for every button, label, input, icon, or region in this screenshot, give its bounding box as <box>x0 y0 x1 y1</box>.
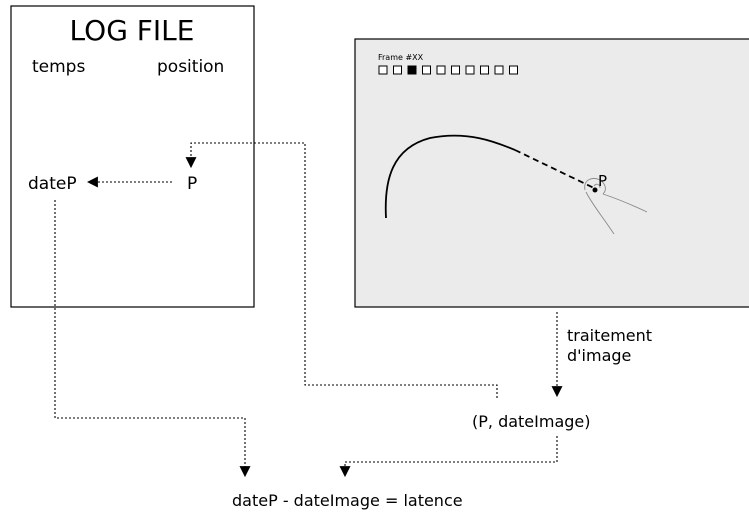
frame-strip <box>378 65 518 75</box>
touch-point <box>592 187 598 193</box>
frame-square <box>465 65 475 75</box>
arrow-result-to-equation <box>339 436 558 478</box>
frame-square <box>393 65 402 75</box>
frame-point-label: P <box>598 172 607 190</box>
frame-view-box <box>354 38 749 308</box>
frame-square <box>378 65 388 75</box>
arrow-result-to-log-position <box>185 142 498 398</box>
frame-square <box>509 65 518 75</box>
finger-icon <box>584 178 648 235</box>
result-tuple-label: (P, dateImage) <box>472 412 591 431</box>
log-point-label: P <box>187 174 197 194</box>
connectors <box>54 142 563 478</box>
processing-label-line1: traitement <box>567 326 652 345</box>
frame-square <box>480 65 489 75</box>
processing-label-line2: d'image <box>567 346 631 365</box>
frame-number-label: Frame #XX <box>378 53 424 62</box>
log-date-label: dateP <box>28 174 77 194</box>
frame-view-panel: Frame #XX P <box>354 38 749 308</box>
trajectory-prediction <box>514 149 595 189</box>
column-position: position <box>157 57 224 77</box>
frame-square <box>436 65 446 75</box>
frame-square <box>451 65 460 75</box>
column-temps: temps <box>32 57 85 77</box>
log-file-title: LOG FILE <box>70 14 195 47</box>
trajectory-curve <box>384 134 516 219</box>
frame-square <box>422 65 431 75</box>
frame-square-active <box>407 65 417 75</box>
latency-equation: dateP - dateImage = latence <box>232 491 463 510</box>
arrow-date-to-equation <box>54 200 251 478</box>
log-file-panel: LOG FILE temps position dateP P <box>10 5 255 308</box>
frame-square <box>494 65 504 75</box>
log-file-box <box>10 5 255 308</box>
